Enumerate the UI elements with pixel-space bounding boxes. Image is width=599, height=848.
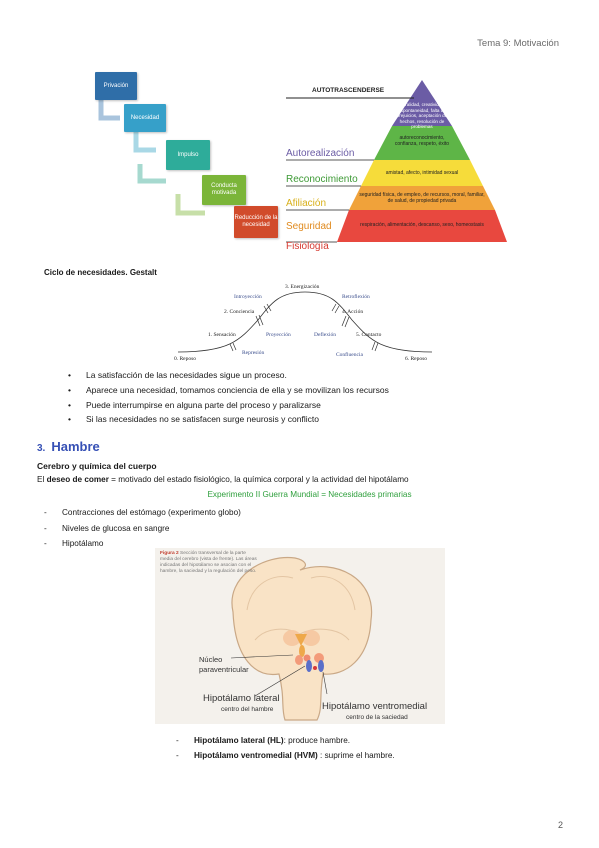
flow-step-conducta: Conducta motivada <box>202 175 246 205</box>
stage-conciencia: 2. Conciencia <box>224 309 255 315</box>
needs-pyramid: AUTOTRASCENDERSE Autorealización Reconoc… <box>284 76 516 256</box>
stage-accion: 4. Acción <box>342 309 363 315</box>
interruption-proyeccion: Proyección <box>266 332 291 338</box>
dash-list: Contracciones del estómago (experimento … <box>44 505 241 552</box>
list-item: Hipotálamo ventromedial (HVM) : suprime … <box>176 748 395 763</box>
flow-arrows <box>98 100 205 216</box>
list-item: Si las necesidades no se satisfacen surg… <box>68 412 389 427</box>
figure-caption: Figura 2 Sección transversal de la parte… <box>160 551 258 575</box>
highlight-line: Experimento II Guerra Mundial = Necesida… <box>207 490 412 499</box>
needs-flow-diagram: Privación Necesidad Impulso Conducta mot… <box>90 68 290 243</box>
gestalt-cycle-diagram: 3. Energización Introyección Retroflexió… <box>174 284 433 362</box>
flow-step-label: Reducción de la necesidad <box>234 215 278 228</box>
brain-figure <box>155 548 445 724</box>
label-hipotalamo-ventromedial: Hipotálamo ventromedial <box>322 701 428 712</box>
label-centro-saciedad: centro de la saciedad <box>346 714 408 721</box>
hypothalamus-list: Hipotálamo lateral (HL): produce hambre.… <box>176 733 395 763</box>
pyramid-level-seguridad: Seguridad <box>286 221 332 232</box>
bullet-list: La satisfacción de las necesidades sigue… <box>68 368 389 427</box>
flow-step-impulso: Impulso <box>166 140 210 170</box>
brain-illustration <box>230 556 373 721</box>
list-item: Aparece una necesidad, tomamos concienci… <box>68 383 389 398</box>
label-hipotalamo-lateral: Hipotálamo lateral <box>203 693 280 704</box>
needs-cycle-caption: Ciclo de necesidades. Gestalt <box>44 268 157 277</box>
interruption-marks <box>229 303 379 352</box>
pyramid-text-afiliacion: amistad, afecto, intimidad sexual <box>385 170 459 176</box>
interruption-deflexion: Deflexión <box>314 331 336 338</box>
stage-sensacion: 1. Sensación <box>208 332 236 338</box>
list-item-text: : suprime el hambre. <box>317 751 395 760</box>
list-item: La satisfacción de las necesidades sigue… <box>68 368 389 383</box>
interruption-confluencia: Confluencia <box>336 351 363 358</box>
page-number: 2 <box>557 820 563 830</box>
label-nucleo: Núcleo <box>199 655 223 664</box>
interruption-introyeccion: Introyección <box>234 294 262 300</box>
interruption-retroflexion: Retroflexión <box>342 293 370 300</box>
pyramid-level-fisiologia: Fisiología <box>286 241 329 252</box>
list-item-text: : produce hambre. <box>283 736 351 745</box>
paragraph-post: = motivado del estado fisiológico, la qu… <box>108 475 409 484</box>
paragraph: El deseo de comer = motivado del estado … <box>37 475 409 484</box>
interruption-represion: Represión <box>242 350 265 356</box>
page-header-title: Tema 9: Motivación <box>477 38 559 49</box>
pyramid-level-reconocimiento: Reconocimiento <box>286 174 358 185</box>
section-heading: 3. Hambre <box>37 439 100 454</box>
label-centro-hambre: centro del hambre <box>221 706 274 713</box>
section-number: 3. <box>37 443 46 454</box>
section-title: Hambre <box>51 439 100 454</box>
list-item-bold: Hipotálamo lateral (HL) <box>194 736 284 745</box>
flow-step-label: Necesidad <box>130 114 160 121</box>
pyramid-text-fisiologia: respiración, alimentación, descanso, sex… <box>360 222 484 228</box>
pyramid-text-seguridad: seguridad física, de empleo, de recursos… <box>359 192 485 204</box>
list-item: Niveles de glucosa en sangre <box>44 521 241 537</box>
stage-reposo-0: 0. Reposo <box>174 356 196 362</box>
flow-step-privacion: Privación <box>95 72 137 100</box>
flow-step-label: Impulso <box>177 151 199 158</box>
list-item-bold: Hipotálamo ventromedial (HVM) <box>194 751 318 760</box>
pyramid-top-label: AUTOTRASCENDERSE <box>312 87 385 94</box>
list-item: Contracciones del estómago (experimento … <box>44 505 241 521</box>
stage-contacto: 5. Contacto <box>356 332 382 338</box>
pyramid-shape <box>286 80 507 243</box>
pyramid-level-afiliacion: Afiliación <box>286 198 327 209</box>
pyramid-text-reconocimiento: autoreconocimiento, confianza, respeto, … <box>394 135 450 147</box>
pyramid-level-autorealizacion: Autorealización <box>286 148 355 159</box>
label-paraventricular: paraventricular <box>199 665 249 674</box>
list-item: Puede interrumpirse en alguna parte del … <box>68 398 389 413</box>
pyramid-text-autorealizacion: moralidad, creatividad, espontaneidad, f… <box>396 102 448 129</box>
stage-reposo-6: 6. Reposo <box>405 356 427 362</box>
paragraph-bold: deseo de comer <box>46 475 109 484</box>
flow-step-label: Conducta motivada <box>211 183 237 196</box>
paragraph-pre: El <box>37 475 47 484</box>
flow-step-necesidad: Necesidad <box>124 104 166 132</box>
figure-caption-label: Figura 2 <box>160 551 179 556</box>
flow-step-reduccion: Reducción de la necesidad <box>234 206 278 238</box>
figure-caption-text: Sección transversal de la parte media de… <box>160 551 257 574</box>
flow-step-label: Privación <box>103 82 129 89</box>
subheading: Cerebro y química del cuerpo <box>37 461 157 471</box>
stage-energizacion: 3. Energización <box>285 284 320 290</box>
list-item: Hipotálamo <box>44 536 241 552</box>
list-item: Hipotálamo lateral (HL): produce hambre. <box>176 733 395 748</box>
